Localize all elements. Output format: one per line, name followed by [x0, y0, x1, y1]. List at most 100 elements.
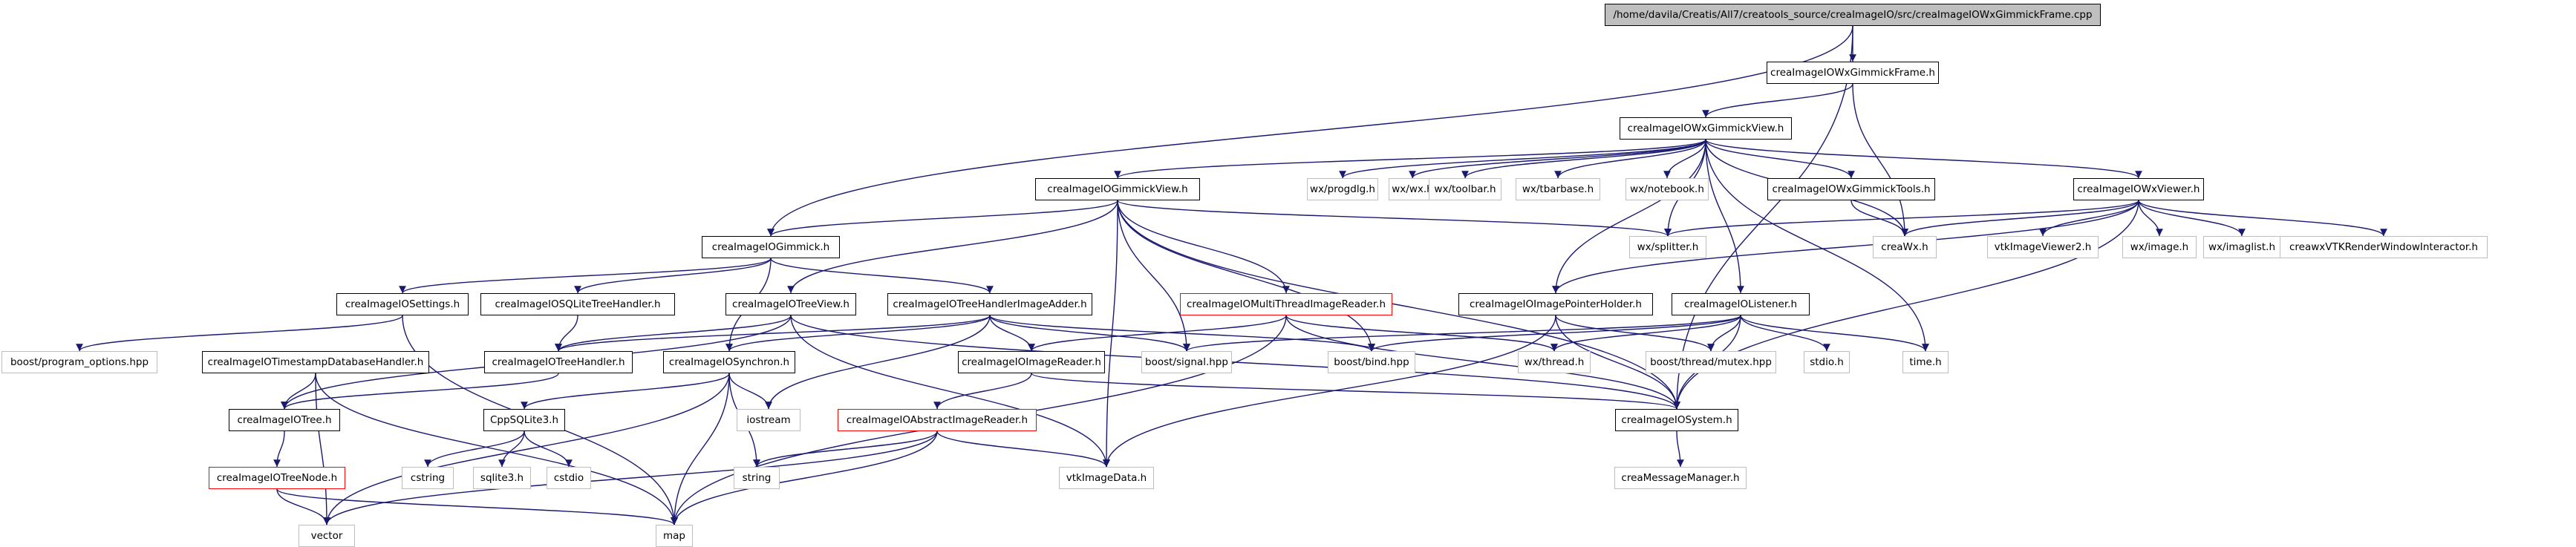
node-iostream[interactable]: iostream — [737, 409, 800, 431]
node-settings-h[interactable]: creaImageIOSettings.h — [336, 293, 469, 315]
node-imgreader-h[interactable]: creaImageIOImageReader.h — [958, 351, 1105, 373]
node-system-h[interactable]: creaImageIOSystem.h — [1615, 409, 1738, 431]
edge-gview-h-to-splitter — [1117, 200, 1672, 237]
node-timeh[interactable]: time.h — [1902, 351, 1949, 373]
node-cstring[interactable]: cstring — [402, 467, 454, 489]
node-creawx[interactable]: creaWx.h — [1873, 236, 1937, 258]
edge-wxviewer-h-to-creawx — [1901, 200, 2139, 237]
edge-listener-h-to-stdio — [1740, 315, 1830, 352]
node-gview-h[interactable]: creaImageIOGimmickView.h — [1035, 178, 1200, 200]
edge-gimmick-h-to-thia-h — [770, 258, 994, 294]
edge-gimmick-h-to-sqlite-h — [574, 258, 772, 294]
edge-listener-h-to-mutex — [1707, 315, 1741, 352]
node-thia-h[interactable]: creaImageIOTreeHandlerImageAdder.h — [887, 293, 1092, 315]
node-treeview-h[interactable]: creaImageIOTreeView.h — [725, 293, 856, 315]
edge-treehandler-h-to-tree-h — [281, 373, 559, 410]
edge-listener-h-to-signal — [1183, 315, 1741, 352]
node-cstdio[interactable]: cstdio — [547, 467, 591, 489]
node-synchron-h[interactable]: creaImageIOSynchron.h — [663, 351, 795, 373]
edge-wxview-h-to-wxwx — [1409, 139, 1706, 179]
edge-treeview-h-to-vtkimagedata — [790, 315, 1110, 468]
edge-gview-h-to-gimmick-h — [767, 200, 1118, 237]
node-treehandler-h[interactable]: creaImageIOTreeHandler.h — [484, 351, 633, 373]
node-string[interactable]: string — [734, 467, 780, 489]
node-wxviewer-h[interactable]: creaImageIOWxViewer.h — [2073, 178, 2204, 200]
edge-wxview-h-to-progdlg — [1339, 139, 1706, 179]
edge-listener-h-to-wxthread — [1551, 315, 1741, 352]
node-msgmgr[interactable]: creaMessageManager.h — [1614, 467, 1747, 489]
node-wxtools-h[interactable]: creaImageIOWxGimmickTools.h — [1767, 178, 1935, 200]
edge-thia-h-to-synchron-h — [725, 315, 991, 352]
edge-treeview-h-to-treehandler-h — [555, 315, 792, 352]
edge-timestamp-h-to-map — [315, 373, 678, 525]
edge-gview-h-to-treeview-h — [787, 200, 1118, 294]
node-program-options[interactable]: boost/program_options.hpp — [1, 351, 157, 373]
edge-wxviewer-h-to-vtkviewer2 — [2039, 200, 2139, 237]
edge-multithread-h-to-system-h — [1285, 315, 1680, 410]
edge-wxviewer-h-to-imaglist — [2138, 200, 2246, 237]
edge-cppsqlite-h-to-cstring — [424, 430, 525, 468]
node-sqlite3[interactable]: sqlite3.h — [473, 467, 531, 489]
edge-thia-h-to-bind — [989, 315, 1375, 352]
node-treenode-h[interactable]: creaImageIOTreeNode.h — [209, 467, 345, 489]
edge-imgptr-h-to-vtkimagedata — [1103, 315, 1556, 468]
edge-gview-h-to-signal — [1117, 200, 1190, 352]
edge-gimmick-h-to-settings-h — [399, 258, 772, 294]
node-root[interactable]: /home/davila/Creatis/All7/creatools_sour… — [1605, 4, 2101, 26]
edge-cppsqlite-h-to-sqlite3 — [498, 430, 525, 468]
node-imgptr-h[interactable]: creaImageIOImagePointerHolder.h — [1458, 293, 1653, 315]
edge-gview-h-to-system-h — [1117, 200, 1680, 410]
edge-listener-h-to-timeh — [1740, 315, 1929, 352]
edge-thia-h-to-iostream — [765, 315, 991, 410]
edge-wxview-h-to-wxviewer-h — [1705, 139, 2142, 179]
node-vtkviewer2[interactable]: vtkImageViewer2.h — [1987, 236, 2099, 258]
edge-timestamp-h-to-tree-h — [281, 373, 316, 410]
edge-imgptr-h-to-mutex — [1555, 315, 1715, 352]
node-progdlg[interactable]: wx/progdlg.h — [1307, 178, 1378, 200]
node-sqlite-h[interactable]: creaImageIOSQLiteTreeHandler.h — [480, 293, 675, 315]
node-wxview-h[interactable]: creaImageIOWxGimmickView.h — [1620, 117, 1792, 140]
edge-cppsqlite-h-to-cstdio — [524, 430, 573, 468]
node-vector[interactable]: vector — [299, 525, 355, 547]
node-tree-h[interactable]: creaImageIOTree.h — [229, 409, 340, 431]
node-toolbar[interactable]: wx/toolbar.h — [1429, 178, 1501, 200]
edge-wxview-h-to-timeh — [1705, 139, 1929, 352]
node-listener-h[interactable]: creaImageIOListener.h — [1672, 293, 1810, 315]
edge-imgptr-h-to-system-h — [1555, 315, 1680, 410]
node-wxwx[interactable]: wx/wx.h — [1389, 178, 1436, 200]
node-vtkimagedata[interactable]: vtkImageData.h — [1059, 467, 1154, 489]
node-cppsqlite-h[interactable]: CppSQLite3.h — [483, 409, 565, 431]
node-timestamp-h[interactable]: creaImageIOTimestampDatabaseHandler.h — [202, 351, 429, 373]
node-absreader-h[interactable]: creaImageIOAbstractImageReader.h — [838, 409, 1037, 431]
edge-wxview-h-to-imgptr-h — [1552, 139, 1706, 294]
edge-absreader-h-to-vtkimagedata — [936, 430, 1110, 468]
edge-system-h-to-msgmgr — [1676, 430, 1684, 468]
node-splitter[interactable]: wx/splitter.h — [1629, 236, 1706, 258]
node-stdio[interactable]: stdio.h — [1804, 351, 1850, 373]
node-multithread-h[interactable]: creaImageIOMultiThreadImageReader.h — [1180, 293, 1392, 315]
node-creawxvtk[interactable]: creawxVTKRenderWindowInteractor.h — [2280, 236, 2488, 258]
edge-settings-h-to-program-options — [76, 315, 403, 352]
edge-wxviewer-h-to-wximage — [2138, 200, 2163, 237]
edge-gview-h-to-multithread-h — [1117, 200, 1290, 294]
node-bind[interactable]: boost/bind.hpp — [1328, 351, 1415, 373]
edge-treenode-h-to-vector — [276, 488, 330, 525]
edge-synchron-h-to-iostream — [728, 373, 772, 410]
node-mutex[interactable]: boost/thread/mutex.hpp — [1646, 351, 1776, 373]
node-tbarbase[interactable]: wx/tbarbase.h — [1516, 178, 1600, 200]
edge-wxviewer-h-to-imgptr-h — [1552, 200, 2139, 294]
edge-absreader-h-to-vector — [323, 430, 938, 525]
edge-synchron-h-to-vector — [323, 373, 730, 525]
node-gimmick-h[interactable]: creaImageIOGimmick.h — [702, 236, 840, 258]
node-wximage[interactable]: wx/image.h — [2122, 236, 2197, 258]
edge-wxview-h-to-toolbar — [1461, 139, 1706, 179]
edge-frame-h-to-wxview-h — [1702, 83, 1853, 118]
node-imaglist[interactable]: wx/imaglist.h — [2203, 236, 2280, 258]
node-map[interactable]: map — [656, 525, 693, 547]
edge-gview-h-to-vtkimagedata — [1103, 200, 1118, 468]
node-frame-h[interactable]: creaImageIOWxGimmickFrame.h — [1767, 62, 1939, 84]
node-signal[interactable]: boost/signal.hpp — [1141, 351, 1232, 373]
node-notebook[interactable]: wx/notebook.h — [1626, 178, 1709, 200]
edge-synchron-h-to-map — [671, 373, 730, 525]
node-wxthread[interactable]: wx/thread.h — [1518, 351, 1591, 373]
